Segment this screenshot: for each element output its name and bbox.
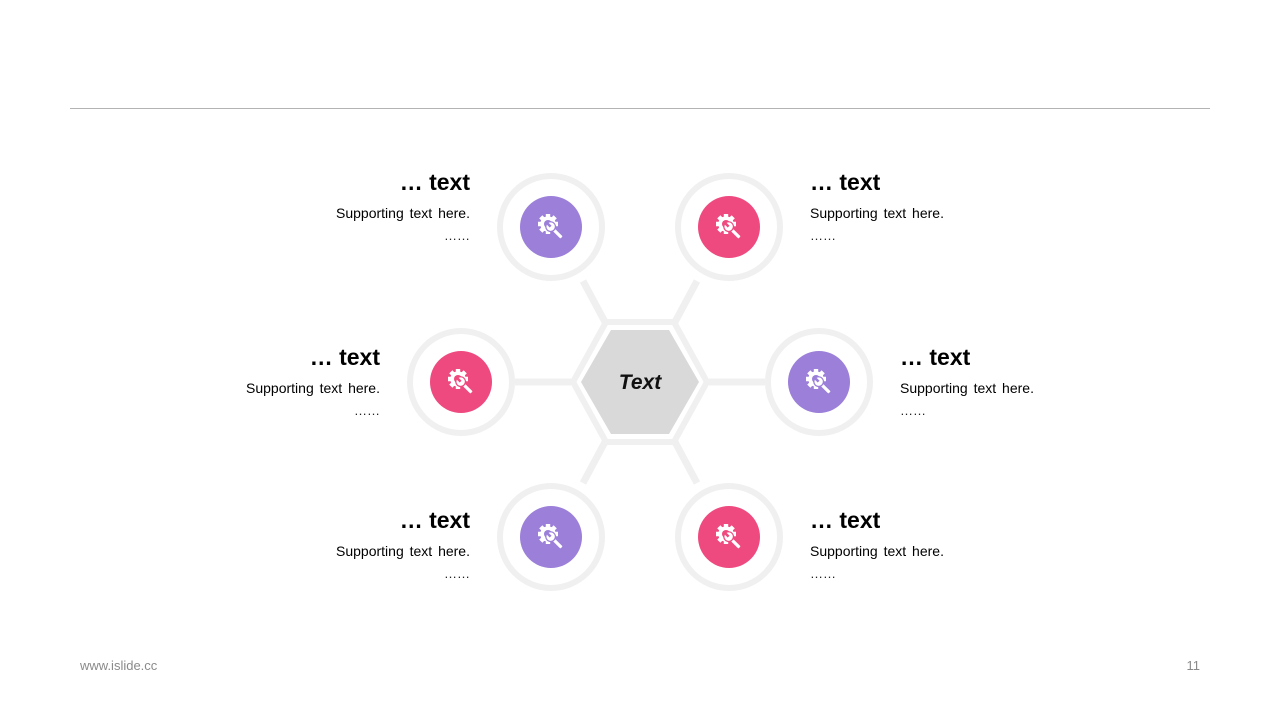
top-divider [70, 108, 1210, 109]
node-ellipsis: …… [810, 228, 836, 243]
node-mid-left [407, 328, 515, 436]
text-block-bottom-right: … text Supporting text here. …… [810, 506, 1050, 582]
center-hexagon [581, 330, 699, 434]
node-ellipsis: …… [900, 403, 926, 418]
connector-top-right [671, 279, 701, 324]
node-title: … text [399, 507, 470, 533]
node-body: Supporting text here. [810, 543, 944, 559]
node-top-right [675, 173, 783, 281]
node-ellipsis: …… [444, 566, 470, 581]
center-label: Text [619, 371, 662, 394]
node-title: … text [810, 507, 881, 533]
center-hexagon-frame [569, 319, 711, 445]
node-mid-right [765, 328, 873, 436]
node-body: Supporting text here. [336, 205, 470, 221]
connector-top-left [579, 279, 609, 324]
node-body: Supporting text here. [246, 380, 380, 396]
connector-bottom-right [671, 440, 701, 485]
connector-lines [515, 279, 765, 485]
node-title: … text [810, 169, 881, 195]
text-block-bottom-left: … text Supporting text here. …… [230, 506, 470, 582]
text-block-top-left: … text Supporting text here. …… [230, 168, 470, 244]
page-number: 11 [1186, 658, 1201, 673]
node-body: Supporting text here. [336, 543, 470, 559]
connector-bottom-left [579, 440, 609, 485]
node-title: … text [309, 344, 380, 370]
text-block-mid-right: … text Supporting text here. …… [900, 343, 1140, 419]
node-body: Supporting text here. [810, 205, 944, 221]
node-title: … text [900, 344, 971, 370]
node-title: … text [399, 169, 470, 195]
text-block-mid-left: … text Supporting text here. …… [140, 343, 380, 419]
text-block-top-right: … text Supporting text here. …… [810, 168, 1050, 244]
node-ellipsis: …… [354, 403, 380, 418]
node-body: Supporting text here. [900, 380, 1034, 396]
node-top-left [497, 173, 605, 281]
node-ellipsis: …… [444, 228, 470, 243]
node-bottom-left [497, 483, 605, 591]
node-bottom-right [675, 483, 783, 591]
node-ellipsis: …… [810, 566, 836, 581]
footer-website: www.islide.cc [80, 658, 158, 673]
